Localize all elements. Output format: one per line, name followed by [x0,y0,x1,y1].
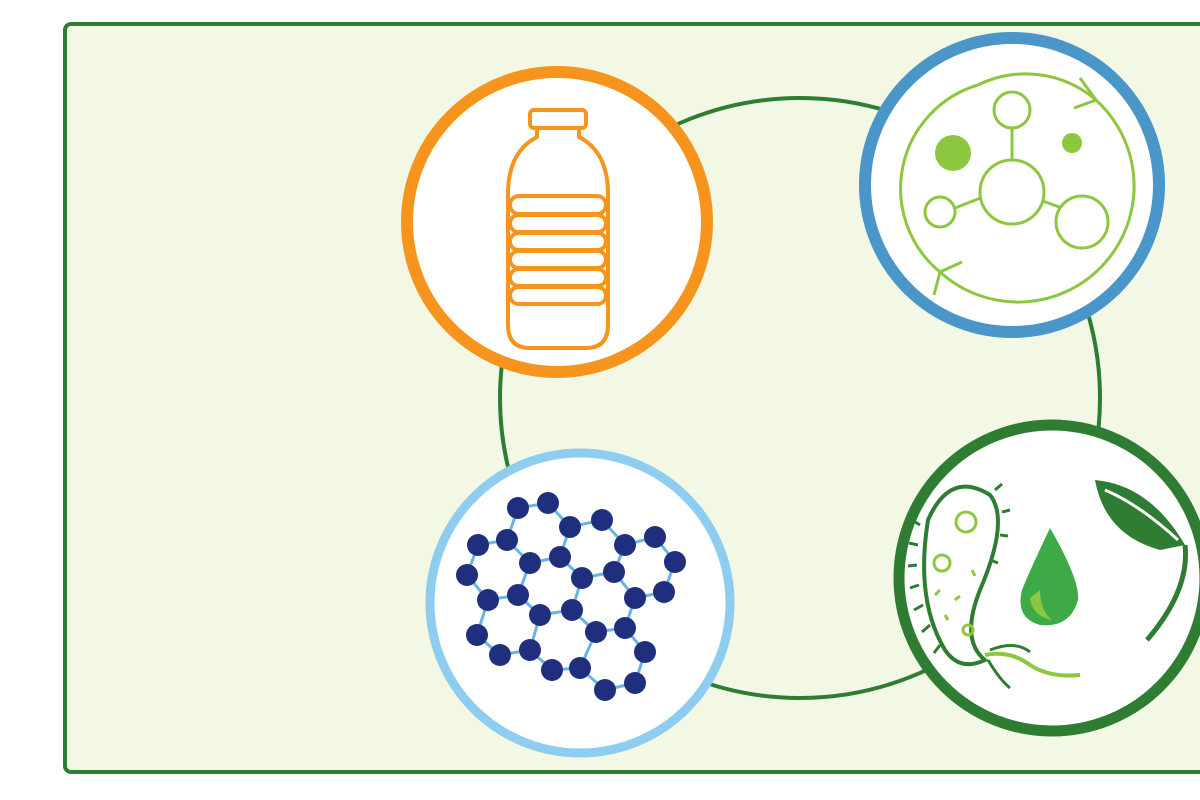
polymer-atom [614,534,636,556]
polymer-atom [653,581,675,603]
polymer-atom [559,516,581,538]
polymer-atom [489,644,511,666]
bottle-node-ring [401,66,713,378]
polymer-atom [467,534,489,556]
bottle-node [401,66,713,378]
polymer-atom [519,639,541,661]
polymer-atom [456,564,478,586]
polymer-atom [644,526,666,548]
polymer-atom [614,617,636,639]
molecule-cycle-icon [899,72,1136,304]
polymer-atom [507,584,529,606]
polymer-atom [507,497,529,519]
bio-node [893,419,1200,737]
cycle-ring [498,96,1102,700]
polymer-atom [664,551,686,573]
bottle-icon [506,108,610,350]
polymer-atom [624,672,646,694]
polymer-atom [466,624,488,646]
polymer-atom [496,529,518,551]
molecule-node [859,32,1165,338]
polymer-atom [634,641,656,663]
polymer-atom [603,561,625,583]
polymer-atom [624,587,646,609]
polymer-atom [571,567,593,589]
polymer-network-icon [456,492,686,701]
bacteria-droplet-leaf-icon [907,480,1189,690]
polymer-atom [569,657,591,679]
polymer-atom [477,589,499,611]
polymer-atom [529,604,551,626]
polymer-node [425,448,735,758]
polymer-atom [585,621,607,643]
polymer-atom [519,552,541,574]
polymer-atom [549,546,571,568]
polymer-atom [541,659,563,681]
polymer-atom [561,599,583,621]
polymer-atom [594,679,616,701]
polymer-atom [591,509,613,531]
polymer-atom [537,492,559,514]
